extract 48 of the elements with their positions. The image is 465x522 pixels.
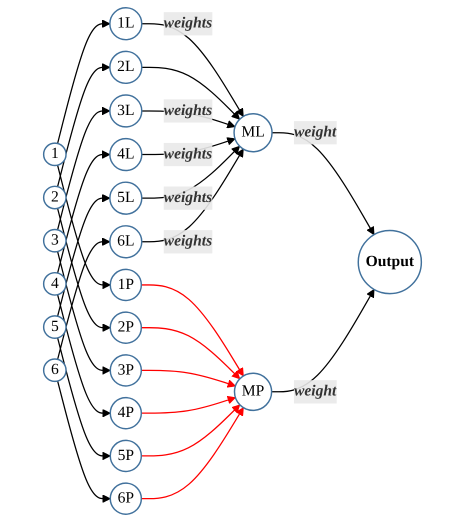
edge-label: weights: [164, 14, 212, 32]
arrow: [56, 165, 111, 290]
node-circle: 4: [42, 272, 67, 296]
arrow: [56, 208, 111, 332]
arrow: [142, 148, 244, 242]
arrow: [57, 251, 111, 375]
node-circle: MP: [234, 372, 272, 412]
arrow: [57, 194, 110, 316]
node-circle: 3L: [109, 94, 142, 128]
arrow: [141, 370, 236, 388]
arrow: [141, 396, 236, 414]
node-circle: 5: [42, 315, 67, 339]
edge-label: weight: [294, 383, 336, 400]
edge-label: weights: [164, 102, 212, 119]
node-circle: 1: [42, 142, 67, 166]
node-circle: 5P: [110, 440, 142, 472]
node-circle: 1L: [109, 7, 142, 40]
node-circle: 6P: [110, 482, 142, 515]
node-circle: 5L: [109, 181, 142, 215]
arrow: [141, 407, 244, 500]
arrow: [56, 63, 110, 187]
node-circle: 2P: [110, 311, 142, 344]
node-circle: 3: [42, 228, 67, 253]
arrow: [142, 66, 240, 120]
arrow: [57, 294, 111, 418]
arrow: [57, 106, 110, 230]
node-circle: Output: [358, 230, 422, 294]
node-circle: 1P: [110, 268, 142, 302]
arrow: [56, 19, 110, 144]
edge-label: weights: [164, 189, 212, 206]
node-circle: 4P: [110, 396, 142, 430]
arrow: [57, 237, 110, 360]
edge-label: weights: [164, 146, 212, 162]
edge-label: weights: [164, 232, 212, 250]
arrow: [141, 327, 240, 380]
node-circle: 6L: [109, 225, 142, 258]
arrow: [57, 380, 111, 503]
arrow: [141, 284, 244, 376]
node-circle: 2L: [109, 50, 142, 84]
node-circle: 6: [42, 358, 67, 382]
edge-label: weight: [294, 124, 336, 141]
node-circle: 3P: [110, 354, 142, 387]
node-circle: 2: [42, 186, 67, 210]
arrow: [57, 338, 111, 460]
arrow: [141, 404, 240, 457]
node-circle: ML: [233, 113, 273, 152]
arrow: [57, 150, 110, 274]
node-circle: 4L: [109, 138, 142, 172]
